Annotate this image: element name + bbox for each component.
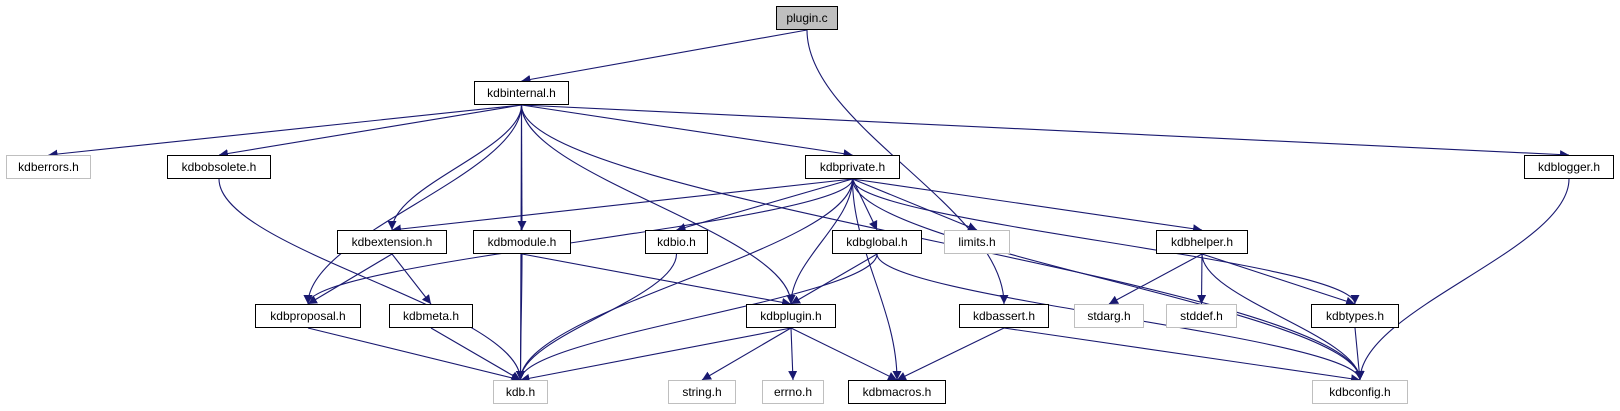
edge-kdbprivate-h-to-kdbconfig-h bbox=[851, 178, 1365, 381]
edge-kdbextension-h-to-kdbproposal-h bbox=[307, 253, 393, 305]
edge-kdbhelper-h-to-stddef-h bbox=[1197, 253, 1207, 305]
edge-kdbinternal-h-to-kdbplugin-h bbox=[520, 104, 796, 305]
node-kdbobsolete-h[interactable]: kdbobsolete.h bbox=[167, 155, 271, 179]
node-kdbhelper-h[interactable]: kdbhelper.h bbox=[1156, 230, 1248, 254]
edge-kdbhelper-h-to-kdbtypes-h bbox=[1201, 253, 1356, 306]
edge-kdbglobal-h-to-kdb-h bbox=[516, 253, 878, 381]
node-kdbmacros-h[interactable]: kdbmacros.h bbox=[848, 380, 946, 404]
edge-kdbplugin-h-to-errno-h bbox=[788, 327, 798, 381]
node-kdbassert-h[interactable]: kdbassert.h bbox=[959, 304, 1049, 328]
node-kdb-h: kdb.h bbox=[493, 380, 548, 404]
edge-kdbhelper-h-to-stdarg-h bbox=[1108, 253, 1203, 305]
edge-kdbinternal-h-to-kdbproposal-h bbox=[303, 104, 523, 305]
edge-plugin-c-to-kdbinternal-h bbox=[521, 29, 808, 84]
node-kdbtypes-h[interactable]: kdbtypes.h bbox=[1311, 304, 1399, 328]
node-kdbproposal-h[interactable]: kdbproposal.h bbox=[255, 304, 361, 328]
node-kdberrors-h: kdberrors.h bbox=[6, 155, 91, 179]
edge-kdbplugin-h-to-string-h bbox=[701, 327, 792, 381]
node-stdarg-h: stdarg.h bbox=[1074, 304, 1144, 328]
node-plugin-c[interactable]: plugin.c bbox=[776, 6, 838, 30]
edge-kdbinternal-h-to-kdbprivate-h bbox=[521, 104, 853, 159]
node-kdbplugin-h[interactable]: kdbplugin.h bbox=[746, 304, 836, 328]
edge-kdbprivate-h-to-kdbmacros-h bbox=[851, 178, 902, 381]
node-kdbinternal-h[interactable]: kdbinternal.h bbox=[474, 81, 569, 105]
edge-kdbmodule-h-to-kdb-h bbox=[516, 253, 526, 381]
edge-kdbassert-h-to-kdbconfig-h bbox=[1003, 327, 1361, 384]
edge-kdbinternal-h-to-kdbextension-h bbox=[387, 104, 523, 231]
node-kdbmodule-h[interactable]: kdbmodule.h bbox=[473, 230, 571, 254]
edge-kdbglobal-h-to-kdbplugin-h bbox=[790, 253, 878, 305]
node-kdbio-h[interactable]: kdbio.h bbox=[645, 230, 708, 254]
edge-kdbprivate-h-to-limits-h bbox=[852, 178, 978, 231]
edge-kdblogger-h-to-kdbconfig-h bbox=[1355, 178, 1570, 381]
edge-plugin-c-to-kdbassert-h bbox=[806, 29, 1009, 305]
node-errno-h: errno.h bbox=[762, 380, 824, 404]
edge-kdbinternal-h-to-kdbconfig-h bbox=[520, 104, 1365, 381]
node-kdbglobal-h[interactable]: kdbglobal.h bbox=[832, 230, 922, 254]
node-kdblogger-h[interactable]: kdblogger.h bbox=[1524, 155, 1614, 179]
node-limits-h: limits.h bbox=[944, 230, 1010, 254]
edge-kdbassert-h-to-kdbmacros-h bbox=[896, 327, 1005, 381]
edge-kdbobsolete-h-to-kdb-h bbox=[218, 178, 525, 381]
edge-kdbproposal-h-to-kdb-h bbox=[307, 327, 521, 383]
edge-kdbextension-h-to-kdbmeta-h bbox=[391, 253, 432, 305]
edge-kdbtypes-h-to-kdbconfig-h bbox=[1354, 327, 1364, 381]
edge-kdbprivate-h-to-kdbtypes-h bbox=[851, 178, 1360, 305]
edge-kdbprivate-h-to-kdbhelper-h bbox=[852, 178, 1203, 234]
edge-kdbmodule-h-to-kdbplugin-h bbox=[521, 253, 792, 307]
edge-kdbplugin-h-to-kdb-h bbox=[520, 327, 792, 383]
edge-kdbplugin-h-to-kdbmacros-h bbox=[790, 327, 898, 381]
edge-kdbprivate-h-to-kdbplugin-h bbox=[786, 178, 854, 305]
edge-kdbprivate-h-to-kdbextension-h bbox=[391, 178, 853, 234]
edge-kdbinternal-h-to-kdblogger-h bbox=[521, 104, 1570, 160]
node-kdbprivate-h[interactable]: kdbprivate.h bbox=[805, 155, 900, 179]
edge-kdbinternal-h-to-kdbobsolete-h bbox=[218, 104, 522, 158]
node-kdbextension-h[interactable]: kdbextension.h bbox=[337, 230, 447, 254]
edge-kdbprivate-h-to-kdbglobal-h bbox=[852, 178, 878, 231]
edge-kdbinternal-h-to-kdberrors-h bbox=[48, 104, 522, 159]
edge-kdbio-h-to-kdb-h bbox=[516, 253, 678, 381]
node-kdbconfig-h: kdbconfig.h bbox=[1312, 380, 1408, 404]
edge-kdbhelper-h-to-kdbconfig-h bbox=[1201, 253, 1365, 381]
node-kdbmeta-h[interactable]: kdbmeta.h bbox=[389, 304, 473, 328]
node-string-h: string.h bbox=[668, 380, 736, 404]
edge-kdbmeta-h-to-kdb-h bbox=[430, 327, 521, 381]
edge-kdbprivate-h-to-kdb-h bbox=[516, 178, 854, 381]
node-stddef-h: stddef.h bbox=[1166, 304, 1237, 328]
